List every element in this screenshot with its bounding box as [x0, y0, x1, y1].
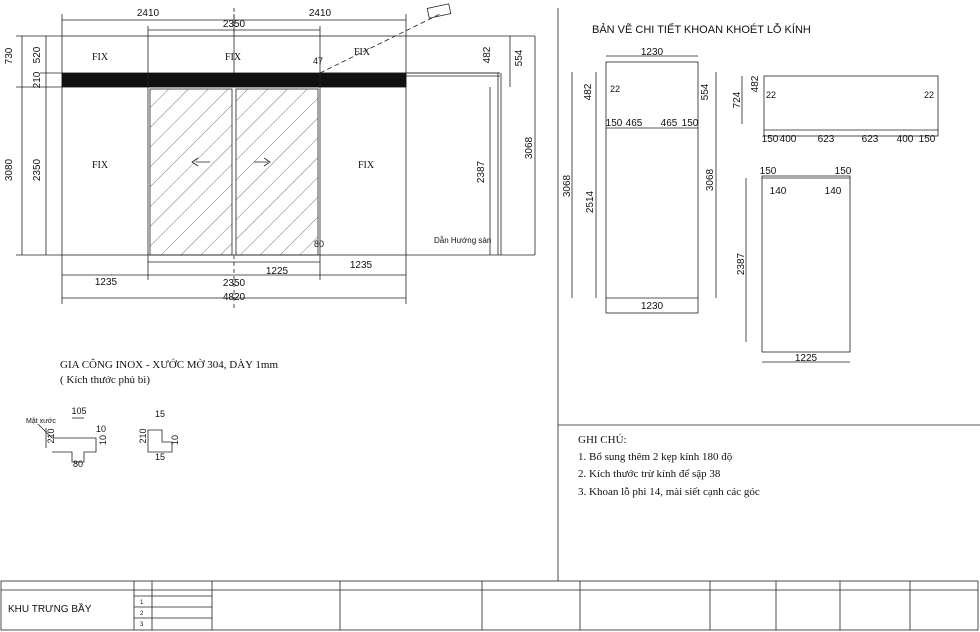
pb-dim-400a: 400: [780, 134, 797, 145]
pa-dim-3068-right: 3068: [705, 168, 716, 191]
inox-f2-10: 10: [170, 435, 180, 445]
glass-panel-b: [763, 75, 939, 137]
inox-title: GIA CÔNG INOX - XƯỚC MỜ 304, DÀY 1mm: [60, 359, 278, 371]
dim-top-1: 2410: [137, 8, 160, 19]
pa-dim-465a: 465: [626, 118, 643, 129]
dim-left-3080: 3080: [4, 158, 15, 181]
detail-title: BẢN VẼ CHI TIẾT KHOAN KHOÉT LỖ KÍNH: [592, 23, 811, 36]
title-block: [1, 581, 978, 630]
glass-panel-c: [761, 175, 851, 353]
dim-left-2350: 2350: [32, 158, 43, 181]
door-leaf-left: [149, 88, 233, 256]
pa-dim-150a: 150: [606, 118, 623, 129]
pa-dim-465b: 465: [661, 118, 678, 129]
inox-subtitle: ( Kích thước phủ bì): [60, 374, 150, 386]
pb-dim-623b: 623: [862, 134, 879, 145]
dim-right-554: 554: [514, 49, 525, 66]
dim-right-3068: 3068: [524, 136, 535, 159]
pb-dim-22a: 22: [766, 90, 776, 100]
dim-bottom-1235b: 1235: [350, 260, 373, 271]
inox-f2-15b: 15: [155, 452, 165, 462]
pb-dim-482: 482: [750, 75, 761, 92]
inox-labels: GIA CÔNG INOX - XƯỚC MỜ 304, DÀY 1mm ( K…: [26, 359, 278, 469]
mark-47: 47: [313, 56, 323, 66]
sheet-frame: [0, 8, 980, 631]
tb-row-3: 3: [140, 622, 144, 628]
tb-row-2: 2: [140, 611, 144, 617]
pc-dim-1225: 1225: [795, 353, 818, 364]
pb-dim-400b: 400: [897, 134, 914, 145]
pc-dim-140a: 140: [770, 186, 787, 197]
pa-dim-482: 482: [583, 83, 594, 100]
pa-dim-3068-left: 3068: [562, 174, 573, 197]
dim-right-2387: 2387: [476, 160, 487, 183]
pb-dim-623a: 623: [818, 134, 835, 145]
handle-right-icon: [254, 157, 271, 167]
inox-f1-80: 80: [73, 459, 83, 469]
dim-bottom-4820: 4820: [223, 292, 246, 303]
notes-heading: GHI CHÚ:: [578, 434, 627, 446]
dim-bottom-1225: 1225: [266, 266, 289, 277]
handle-left-icon: [191, 157, 210, 167]
inox-face-label: Mặt xước: [26, 418, 56, 425]
inox-f1-10a: 10: [96, 424, 106, 434]
pb-dim-22b: 22: [924, 90, 934, 100]
note-item-1: 1. Bổ sung thêm 2 kẹp kính 180 độ: [578, 451, 733, 463]
dim-right-482: 482: [482, 46, 493, 63]
dim-top-3: 2410: [309, 8, 332, 19]
label-fix-tr: FIX: [354, 47, 371, 58]
note-item-3: 3. Khoan lỗ phi 14, mài siết cạnh các gó…: [578, 486, 760, 498]
label-fix-bl: FIX: [92, 160, 109, 171]
pb-dim-150a: 150: [762, 134, 779, 145]
pa-dim-554: 554: [700, 83, 711, 100]
inox-profile-2: [147, 429, 173, 453]
label-fix-br: FIX: [358, 160, 375, 171]
inox-f2-210: 210: [138, 428, 148, 443]
notes: GHI CHÚ: 1. Bổ sung thêm 2 kẹp kính 180 …: [578, 434, 760, 498]
pb-dim-724: 724: [732, 91, 743, 108]
pc-dim-140b: 140: [825, 186, 842, 197]
pa-dim-22: 22: [610, 84, 620, 94]
project-name: KHU TRƯNG BẦY: [8, 602, 92, 615]
glass-panel-a: [605, 61, 699, 314]
title-block-text: KHU TRƯNG BẦY 1 2 3: [8, 600, 144, 628]
dim-left-210: 210: [32, 71, 43, 88]
detail-labels: BẢN VẼ CHI TIẾT KHOAN KHOÉT LỖ KÍNH 1230…: [562, 23, 936, 364]
pa-dim-2514: 2514: [585, 190, 596, 213]
pa-dim-1230-top: 1230: [641, 47, 664, 58]
dim-top-2: 2350: [223, 19, 246, 30]
dim-left-520: 520: [32, 46, 43, 63]
dim-bottom-2350: 2350: [223, 278, 246, 289]
inox-details: [37, 417, 173, 463]
elevation-labels: 2410 2350 2410 FIX FIX FIX FIX FIX 730 5…: [4, 8, 535, 303]
inox-f2-15a: 15: [155, 409, 165, 419]
note-item-2: 2. Kích thước trừ kính để sập 38: [578, 468, 721, 480]
dim-left-730: 730: [4, 47, 15, 64]
pa-dim-150b: 150: [682, 118, 699, 129]
pc-dim-2387: 2387: [736, 252, 747, 275]
inox-f1-105: 105: [71, 406, 86, 416]
tb-row-1: 1: [140, 600, 144, 606]
pc-dim-150a: 150: [760, 166, 777, 177]
door-elevation: [16, 3, 536, 310]
glass-detail-drawings: [571, 55, 939, 363]
inox-f1-10b: 10: [98, 435, 108, 445]
mark-80: 80: [314, 239, 324, 249]
pc-dim-150b: 150: [835, 166, 852, 177]
inox-f1-210: 210: [46, 428, 56, 443]
note-floor-guide: Dẫn Hướng sàn: [434, 236, 491, 245]
label-fix-tc: FIX: [225, 52, 242, 63]
inox-profile-1: [52, 437, 97, 463]
door-leaf-right: [235, 88, 319, 256]
transom-band: [61, 72, 407, 88]
pa-dim-1230-bottom: 1230: [641, 301, 664, 312]
dim-bottom-1235a: 1235: [95, 277, 118, 288]
label-fix-tl: FIX: [92, 52, 109, 63]
pb-dim-150b: 150: [919, 134, 936, 145]
